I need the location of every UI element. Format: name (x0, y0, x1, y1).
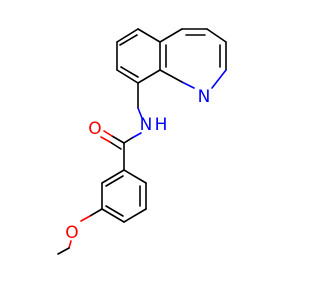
bond (103, 130, 113, 137)
amide-nitrogen-label: N (140, 115, 153, 135)
bond (206, 28, 227, 43)
bond (159, 69, 183, 83)
bond (137, 69, 161, 84)
bond (89, 208, 103, 217)
bond (131, 132, 142, 139)
bond (211, 69, 227, 89)
bond (116, 69, 139, 84)
bond (105, 175, 124, 187)
molecule-structure: N N H O O (57, 28, 227, 255)
bond (119, 34, 138, 46)
bond (100, 136, 111, 143)
bond (137, 28, 161, 43)
amide-hydrogen-label: H (155, 115, 168, 135)
bond (105, 205, 124, 217)
bond (68, 240, 72, 249)
molecule-canvas: N N H O O (57, 28, 227, 255)
bond (181, 81, 195, 89)
methoxy-oxygen-label: O (65, 223, 78, 243)
bond (109, 141, 122, 150)
bond (80, 215, 91, 222)
bond (123, 137, 133, 144)
bond (137, 107, 143, 119)
bond (111, 135, 125, 144)
quinoline-nitrogen-label: N (198, 87, 211, 107)
bond (57, 247, 70, 255)
bond (101, 208, 125, 223)
bond (101, 169, 125, 184)
carbonyl-oxygen-label: O (88, 119, 101, 139)
bond (120, 66, 139, 78)
bond (123, 169, 147, 184)
bond (123, 208, 147, 223)
bond (116, 28, 139, 43)
bond (159, 28, 183, 43)
